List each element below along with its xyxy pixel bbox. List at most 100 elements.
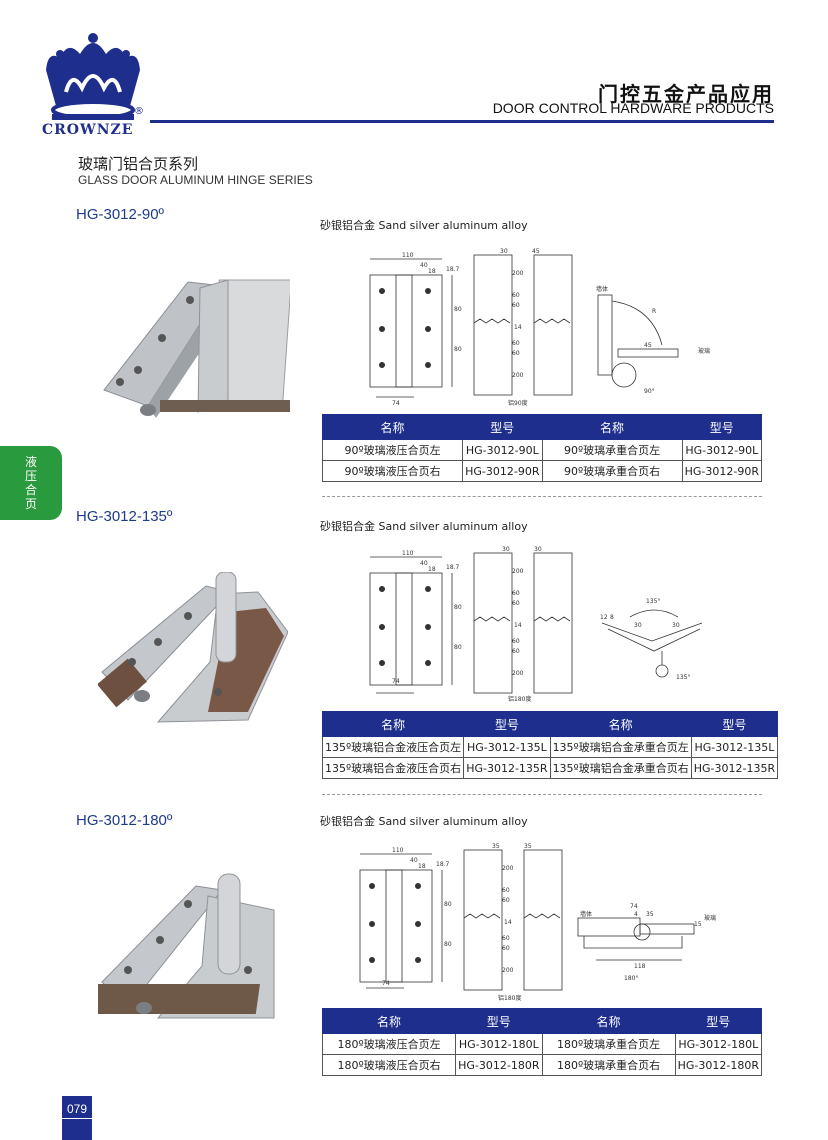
table-cell: HG-3012-90L — [681, 439, 763, 461]
table-cell: HG-3012-135L — [690, 736, 779, 758]
table-cell: 90º玻璃液压合页右 — [321, 460, 464, 482]
material-label: 砂银铝合金 Sand silver aluminum alloy — [320, 219, 528, 232]
dim-label: 60 — [502, 897, 510, 904]
model-heading: HG-3012-90º — [76, 206, 165, 223]
side-tab-char: 页 — [24, 497, 37, 511]
table-cell: HG-3012-135L — [463, 736, 551, 758]
drawing-caption: 铝180度 — [508, 695, 531, 703]
dim-label: 14 — [514, 622, 522, 629]
dim-label: 18 — [428, 268, 436, 275]
table-cell: HG-3012-180L — [674, 1033, 763, 1055]
dim-label: 45 — [532, 248, 540, 255]
detail-label: 135° — [676, 674, 690, 681]
spec-table-90: 名称 型号 名称 型号 90º玻璃液压合页左 HG-3012-90L 90º玻璃… — [321, 414, 763, 482]
series-title-cn: 玻璃门铝合页系列 — [78, 155, 199, 173]
detail-label: 30 — [634, 622, 642, 629]
dim-label: 60 — [512, 340, 520, 347]
detail-label: 74 — [630, 903, 638, 910]
dim-label: 18.7 — [446, 564, 460, 571]
column-header: 型号 — [690, 711, 779, 737]
dim-label: 60 — [512, 350, 520, 357]
dim-label: 30 — [500, 248, 508, 255]
dim-label: 40 — [420, 560, 428, 567]
brand-logo: CROWNZE ® — [38, 30, 148, 145]
table-cell: HG-3012-180R — [674, 1054, 763, 1076]
table-cell: 180º玻璃液压合页右 — [321, 1054, 457, 1076]
dim-label: 80 — [444, 941, 452, 948]
dim-label: 18 — [428, 566, 436, 573]
detail-label: 玻璃 — [704, 914, 716, 922]
column-header: 型号 — [681, 414, 763, 440]
column-header: 名称 — [541, 414, 683, 440]
table-cell: HG-3012-180L — [455, 1033, 543, 1055]
page-title-cn: 门控五金产品应用 — [598, 82, 774, 106]
series-title-en: GLASS DOOR ALUMINUM HINGE SERIES — [78, 173, 313, 187]
detail-label: 墙体 — [580, 910, 592, 918]
table-header-row: 名称 型号 名称 型号 — [321, 414, 763, 440]
detail-label: 45 — [644, 342, 652, 349]
model-heading: HG-3012-180º — [76, 812, 173, 829]
dim-label: 80 — [454, 644, 462, 651]
dim-label: 14 — [504, 919, 512, 926]
dim-label: 200 — [512, 270, 524, 277]
table-cell: HG-3012-90R — [462, 460, 543, 482]
dim-label: 60 — [502, 945, 510, 952]
dim-label: 200 — [502, 865, 514, 872]
column-header: 型号 — [463, 711, 551, 737]
dim-label: 60 — [512, 648, 520, 655]
table-cell: 135º玻璃铝合金液压合页左 — [321, 736, 465, 758]
column-header: 名称 — [321, 711, 465, 737]
side-tab-char: 压 — [24, 469, 37, 483]
table-cell: 135º玻璃铝合金承重合页右 — [549, 757, 692, 779]
detail-label: 12 — [600, 614, 608, 621]
table-cell: HG-3012-135R — [690, 757, 779, 779]
dim-label: 200 — [502, 967, 514, 974]
side-tab-char: 合 — [24, 483, 37, 497]
dim-label: 18.7 — [436, 861, 450, 868]
detail-label: 30 — [672, 622, 680, 629]
drawing-caption: 铝90度 — [508, 399, 528, 407]
detail-label: 8 — [610, 614, 614, 621]
table-cell: HG-3012-180R — [455, 1054, 543, 1076]
detail-label: R — [652, 308, 656, 315]
dim-label: 200 — [512, 372, 524, 379]
dim-label: 74 — [392, 678, 400, 685]
detail-label: 135° — [646, 598, 660, 605]
dim-label: 30 — [502, 546, 510, 553]
page-title-en: DOOR CONTROL HARDWARE PRODUCTS — [492, 100, 774, 116]
table-row: 90º玻璃液压合页右 HG-3012-90R 90º玻璃承重合页右 HG-301… — [321, 460, 763, 482]
dim-label: 110 — [402, 550, 414, 557]
detail-label: 180° — [624, 975, 638, 982]
crown-icon — [46, 33, 140, 120]
dim-label: 18.7 — [446, 266, 460, 273]
hinge-photo-90 — [103, 279, 290, 418]
side-tab-char: 液 — [24, 455, 37, 469]
section-divider — [322, 496, 762, 497]
model-heading: HG-3012-135º — [76, 508, 173, 525]
technical-drawing-180: 110 40 18 18.7 74 80 80 35 35 200 200 60… — [359, 843, 716, 1002]
column-header: 型号 — [455, 1008, 543, 1034]
section-divider — [322, 794, 762, 795]
column-header: 名称 — [541, 1008, 676, 1034]
dim-label: 110 — [392, 847, 404, 854]
detail-label: 35 — [646, 911, 654, 918]
dim-label: 80 — [454, 306, 462, 313]
hinge-photo-135 — [98, 572, 288, 723]
dim-label: 60 — [512, 292, 520, 299]
table-row: 135º玻璃铝合金液压合页右 HG-3012-135R 135º玻璃铝合金承重合… — [321, 757, 779, 779]
table-cell: 180º玻璃承重合页右 — [541, 1054, 676, 1076]
dim-label: 14 — [514, 324, 522, 331]
column-header: 名称 — [549, 711, 692, 737]
table-cell: 90º玻璃承重合页左 — [541, 439, 683, 461]
dim-label: 60 — [512, 302, 520, 309]
technical-drawing-90: 110 40 18 18.7 74 80 80 30 45 200 200 60… — [369, 248, 710, 407]
registered-mark: ® — [134, 106, 144, 117]
column-header: 名称 — [321, 414, 464, 440]
table-header-row: 名称 型号 名称 型号 — [321, 711, 779, 737]
dim-label: 60 — [502, 887, 510, 894]
detail-label: 118 — [634, 963, 646, 970]
dim-label: 30 — [534, 546, 542, 553]
dim-label: 40 — [410, 857, 418, 864]
dim-label: 80 — [454, 604, 462, 611]
detail-label: 90° — [644, 388, 655, 395]
